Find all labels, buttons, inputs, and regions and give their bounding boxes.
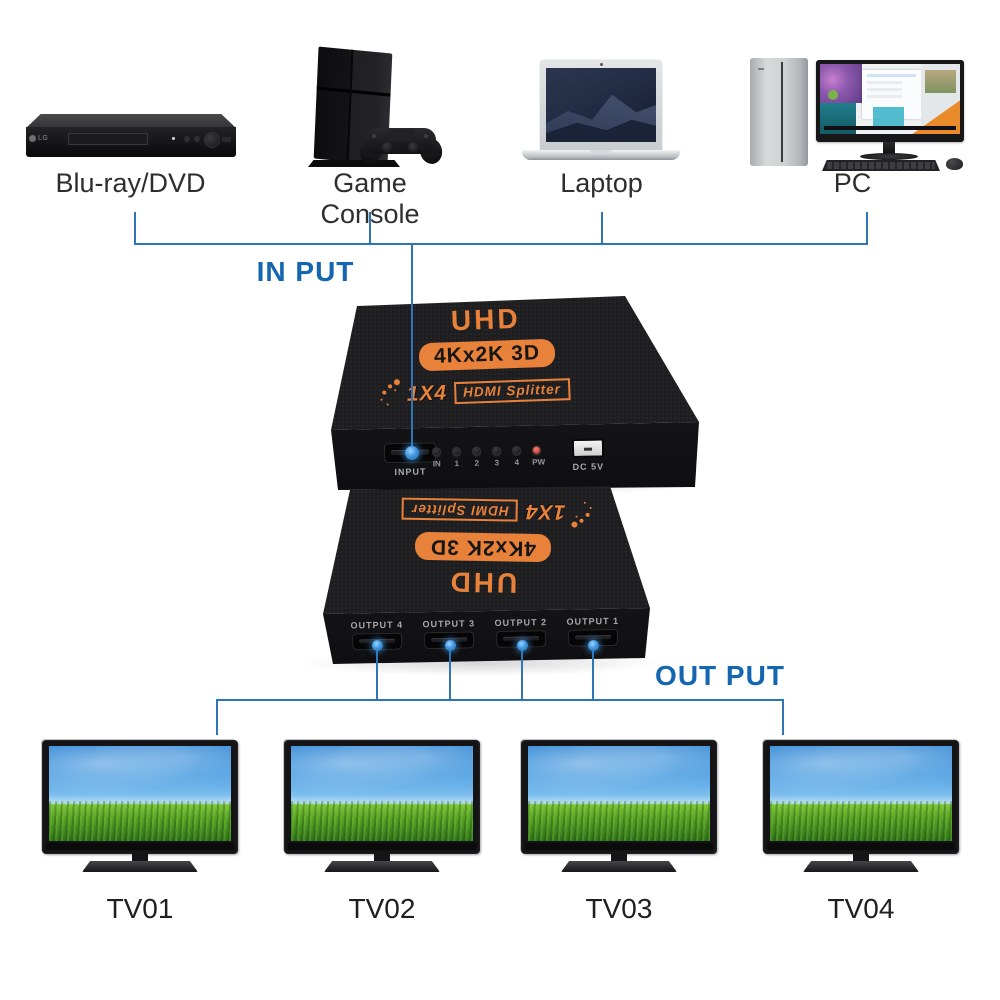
player-button [194,136,200,142]
screen-taskbar [824,126,956,130]
output-connection-dot-4 [372,640,383,651]
laptop [522,60,680,166]
laptop-notch [590,150,612,153]
desktop-pc [750,54,968,172]
output-connection-dot-3 [445,640,456,651]
output-bus-line [216,699,784,701]
laptop-wallpaper [546,68,656,142]
controller-dpad [372,134,376,138]
keyboard [822,160,940,171]
webcam-dot [600,63,603,66]
tv-label-04: TV04 [827,893,895,924]
game-controller [357,124,445,168]
disc-tray [68,133,148,145]
source-label-laptop: Laptop [560,168,643,198]
print-model-suffix-flipped: HDMI Splitter [401,497,519,522]
tv-label-03: TV03 [585,893,653,924]
output-connection-dot-1 [588,640,599,651]
input-drop-console [369,212,371,245]
laptop-base [522,150,680,160]
output-label: OUT PUT [655,660,785,691]
dc-power-port [571,438,605,459]
dune-shape [546,119,656,142]
print-resolution-flipped: 4Kx2K 3D [414,531,552,563]
tv-label-02: TV02 [348,893,416,924]
print-model-prefix-flipped: 1X4 [524,499,566,524]
led-2: 2 [471,446,482,468]
input-drop-laptop [601,212,603,245]
output-connection-dot-2 [517,640,528,651]
pc-tower [750,58,808,166]
monitor-base [860,153,918,160]
led-4: 4 [511,445,522,467]
controller-touchpad [388,129,414,141]
controller-stick [408,142,419,153]
source-label-bluray: Blu-ray/DVD [55,168,206,198]
screen-tile-cyan [873,107,904,126]
player-button [184,136,190,142]
output-feed-line-2 [521,645,523,701]
led-in: IN [431,447,442,468]
output-feed-line-4 [376,645,378,701]
print-model-flipped: 1X4 HDMI Splitter [401,497,578,528]
splitter-top-print-flipped: UHD 4Kx2K 3D 1X4 HDMI Splitter [362,496,604,600]
led-1: 1 [451,446,462,468]
tv-02 [284,740,480,880]
controller-buttons [424,134,428,138]
led-3: 3 [491,446,502,467]
bluray-player: LG [26,110,236,166]
power-led [172,137,175,140]
hdmi-splitter-input-view: UHD 4Kx2K 3D 1X4 HDMI Splitter INPUT IN … [325,288,705,493]
input-drop-bluray [134,212,136,245]
laptop-screen [540,60,662,150]
bluray-front-face: LG [26,127,236,157]
dc-power-label: DC 5V [572,461,605,473]
bluray-top-face [26,114,236,128]
source-label-pc: PC [833,168,872,198]
output-drop-right [782,699,784,735]
game-console [306,44,456,172]
input-feed-line [411,243,413,454]
screen-window [862,69,921,119]
controller-stick [382,142,393,153]
mouse [946,158,963,170]
pc-monitor-screen [820,64,960,134]
input-connection-dot [405,446,419,460]
output-drop-left [216,699,218,735]
tv-04 [763,740,959,880]
input-label: IN PUT [256,256,355,287]
tv-label-01: TV01 [106,893,174,924]
lg-logo: LG [28,135,49,142]
print-uhd-flipped: UHD [447,566,518,599]
usb-slot [222,137,231,142]
input-drop-pc [866,212,868,245]
dots-decoration [570,521,578,528]
pc-monitor [816,60,964,142]
console-stand [308,160,400,167]
screen-tile-purple [820,64,862,104]
output-feed-line-3 [449,645,451,701]
led-pw: PW [531,445,545,467]
monitor-neck [883,142,895,154]
tv-01 [42,740,238,880]
input-bus-line [134,243,868,245]
player-knob [204,132,220,148]
hdmi-splitter-output-view: UHD 4Kx2K 3D 1X4 HDMI Splitter OUTPUT 4 … [288,486,668,672]
output-feed-line-1 [592,645,594,701]
led-row: IN 1 2 3 4 PW [431,445,545,468]
tv-03 [521,740,717,880]
